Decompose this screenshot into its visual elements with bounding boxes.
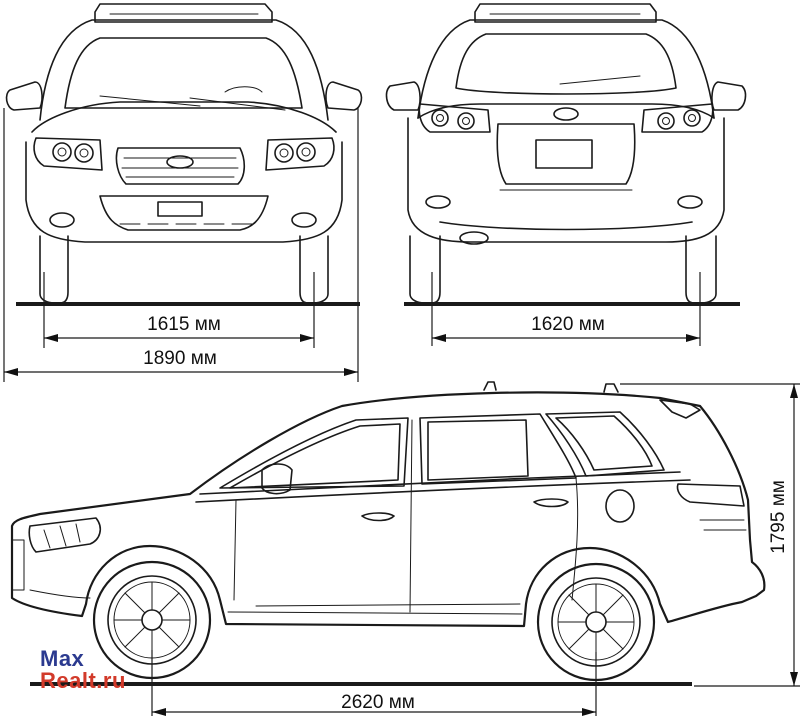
overall-height-label: 1795 мм	[768, 480, 789, 554]
front-track-label: 1615 мм	[147, 314, 221, 335]
front-view	[5, 3, 363, 304]
watermark-line1: Max	[40, 646, 85, 671]
dimension-overall-width: 1890 мм	[3, 108, 359, 382]
rear-track-label: 1620 мм	[531, 314, 605, 335]
watermark-line2: Realt.ru	[40, 668, 126, 693]
dimension-front-track: 1615 мм	[43, 272, 315, 348]
dimension-rear-track: 1620 мм	[431, 272, 701, 346]
wheelbase-label: 2620 мм	[341, 692, 415, 713]
dimension-wheelbase: 2620 мм	[151, 650, 597, 716]
rear-view	[385, 3, 747, 304]
overall-width-label: 1890 мм	[143, 348, 217, 369]
dimension-overall-height: 1795 мм	[620, 383, 800, 687]
side-view	[10, 381, 766, 682]
